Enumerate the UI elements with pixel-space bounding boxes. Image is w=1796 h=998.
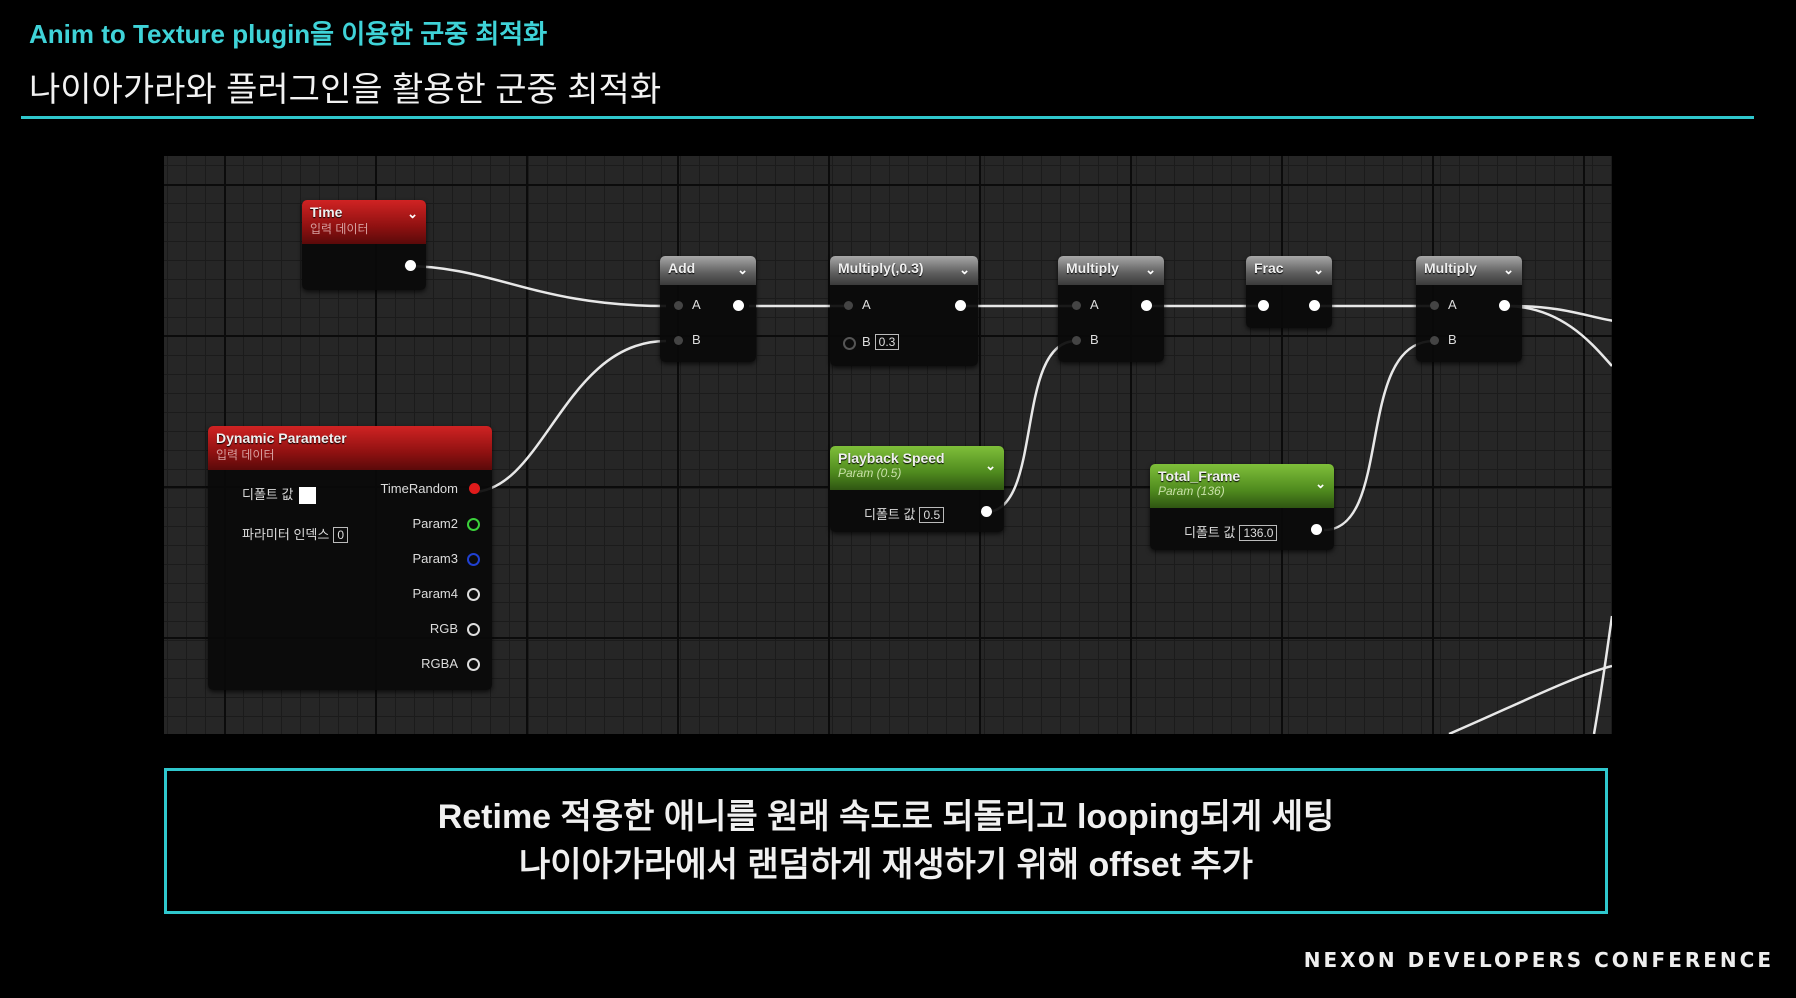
output-param2-label: Param2 bbox=[412, 516, 458, 531]
wire-time-to-add bbox=[403, 264, 667, 308]
param-index-input[interactable]: 0 bbox=[333, 527, 349, 543]
playback-speed-title: Playback Speed bbox=[838, 450, 945, 466]
total-frame-default-label: 디폴트 값 bbox=[1184, 525, 1236, 540]
frac-output-pin[interactable] bbox=[1309, 300, 1320, 311]
conference-logo-text: NEXON DEVELOPERS CONFERENCE bbox=[1303, 948, 1774, 972]
output-param4-label: Param4 bbox=[412, 586, 458, 601]
dynamic-parameter-subtitle: 입력 데이터 bbox=[216, 448, 275, 462]
playback-speed-default-label: 디폴트 값 bbox=[864, 507, 916, 522]
add-node[interactable]: Add ⌄ A B bbox=[660, 256, 756, 362]
time-node[interactable]: Time 입력 데이터 ⌄ bbox=[302, 200, 426, 290]
playback-speed-subtitle: Param (0.5) bbox=[838, 466, 902, 480]
multiply-2-input-b-pin[interactable] bbox=[1430, 336, 1439, 345]
time-node-title: Time bbox=[310, 204, 343, 220]
multiply-1-input-a-label: A bbox=[1090, 297, 1099, 312]
frac-input-pin[interactable] bbox=[1258, 300, 1269, 311]
time-output-pin[interactable] bbox=[405, 260, 416, 271]
frac-node[interactable]: Frac ⌄ bbox=[1246, 256, 1332, 328]
frac-node-title: Frac bbox=[1254, 260, 1284, 276]
chevron-down-icon[interactable]: ⌄ bbox=[1313, 262, 1324, 277]
dynamic-parameter-title: Dynamic Parameter bbox=[216, 430, 347, 446]
playback-speed-output-pin[interactable] bbox=[981, 506, 992, 517]
caption-line-2: 나이아가라에서 랜덤하게 재생하기 위해 offset 추가 bbox=[518, 846, 1254, 884]
caption-line-1: Retime 적용한 애니를 원래 속도로 되돌리고 looping되게 세팅 bbox=[437, 798, 1335, 836]
total-frame-title: Total_Frame bbox=[1158, 468, 1241, 484]
add-input-b-label: B bbox=[692, 332, 701, 347]
multiply-2-output-pin[interactable] bbox=[1499, 300, 1510, 311]
time-node-subtitle: 입력 데이터 bbox=[310, 222, 369, 236]
add-output-pin[interactable] bbox=[733, 300, 744, 311]
wire-timerandom-to-add bbox=[471, 339, 667, 494]
output-param3-pin[interactable] bbox=[467, 553, 480, 566]
multiply-03-title: Multiply(,0.3) bbox=[838, 260, 924, 276]
output-rgba-pin[interactable] bbox=[467, 658, 480, 671]
total-frame-subtitle: Param (136) bbox=[1158, 484, 1225, 498]
title-divider bbox=[21, 116, 1754, 119]
add-input-a-pin[interactable] bbox=[674, 301, 683, 310]
wire-totalframe-to-multiply bbox=[1323, 339, 1435, 532]
output-rgb-pin[interactable] bbox=[467, 623, 480, 636]
multiply-1-input-b-label: B bbox=[1090, 332, 1099, 347]
chevron-down-icon[interactable]: ⌄ bbox=[1145, 262, 1156, 277]
add-input-b-pin[interactable] bbox=[674, 336, 683, 345]
add-node-title: Add bbox=[668, 260, 696, 276]
output-rgb-label: RGB bbox=[429, 621, 458, 636]
output-param2-pin[interactable] bbox=[467, 518, 480, 531]
multiply-03-input-a-label: A bbox=[862, 297, 871, 312]
slide-title: 나이아가라와 플러그인을 활용한 군중 최적화 bbox=[29, 71, 662, 109]
multiply-1-output-pin[interactable] bbox=[1141, 300, 1152, 311]
chevron-down-icon[interactable]: ⌄ bbox=[407, 206, 418, 221]
chevron-down-icon[interactable]: ⌄ bbox=[985, 458, 996, 473]
multiply-node-2[interactable]: Multiply ⌄ A B bbox=[1416, 256, 1522, 362]
wire-lower-1 bbox=[1448, 664, 1612, 734]
wire-out-2 bbox=[1508, 304, 1612, 367]
chevron-down-icon[interactable]: ⌄ bbox=[737, 262, 748, 277]
total-frame-value[interactable]: 136.0 bbox=[1239, 525, 1278, 541]
slide-subtitle: Anim to Texture plugin을 이용한 군중 최적화 bbox=[29, 19, 548, 49]
add-input-a-label: A bbox=[692, 297, 701, 312]
output-timerandom-pin[interactable] bbox=[469, 483, 480, 494]
multiply-03-output-pin[interactable] bbox=[955, 300, 966, 311]
default-value-label: 디폴트 값 bbox=[242, 487, 294, 502]
multiply-03-input-b-pin[interactable] bbox=[843, 337, 856, 350]
caption-box: Retime 적용한 애니를 원래 속도로 되돌리고 looping되게 세팅 … bbox=[164, 768, 1608, 914]
multiply-03-input-a-pin[interactable] bbox=[844, 301, 853, 310]
wire-playback-to-multiply bbox=[985, 339, 1077, 514]
output-param4-pin[interactable] bbox=[467, 588, 480, 601]
wire-out-1 bbox=[1508, 304, 1612, 322]
chevron-down-icon[interactable]: ⌄ bbox=[959, 262, 970, 277]
output-rgba-label: RGBA bbox=[421, 656, 458, 671]
output-param3-label: Param3 bbox=[412, 551, 458, 566]
multiply-03-input-b-label: B bbox=[862, 334, 871, 349]
multiply-03-b-value[interactable]: 0.3 bbox=[874, 334, 900, 350]
multiply-2-input-a-label: A bbox=[1448, 297, 1457, 312]
default-color-swatch[interactable] bbox=[299, 487, 317, 505]
total-frame-output-pin[interactable] bbox=[1311, 524, 1322, 535]
output-timerandom-label: TimeRandom bbox=[380, 481, 458, 496]
multiply-1-input-a-pin[interactable] bbox=[1072, 301, 1081, 310]
multiply-node-2-title: Multiply bbox=[1424, 260, 1477, 276]
chevron-down-icon[interactable]: ⌄ bbox=[1315, 476, 1326, 491]
material-graph-canvas[interactable]: Time 입력 데이터 ⌄ Dynamic Parameter 입력 데이터 디… bbox=[164, 156, 1612, 734]
default-value-row: 디폴트 값 bbox=[242, 484, 317, 505]
multiply-2-input-a-pin[interactable] bbox=[1430, 301, 1439, 310]
wire-lower-2 bbox=[1592, 615, 1612, 734]
playback-speed-value[interactable]: 0.5 bbox=[919, 507, 945, 523]
multiply-node-1-title: Multiply bbox=[1066, 260, 1119, 276]
chevron-down-icon[interactable]: ⌄ bbox=[1503, 262, 1514, 277]
multiply-1-input-b-pin[interactable] bbox=[1072, 336, 1081, 345]
param-index-label: 파라미터 인덱스 bbox=[242, 527, 330, 542]
multiply-2-input-b-label: B bbox=[1448, 332, 1457, 347]
multiply-node-1[interactable]: Multiply ⌄ A B bbox=[1058, 256, 1164, 362]
